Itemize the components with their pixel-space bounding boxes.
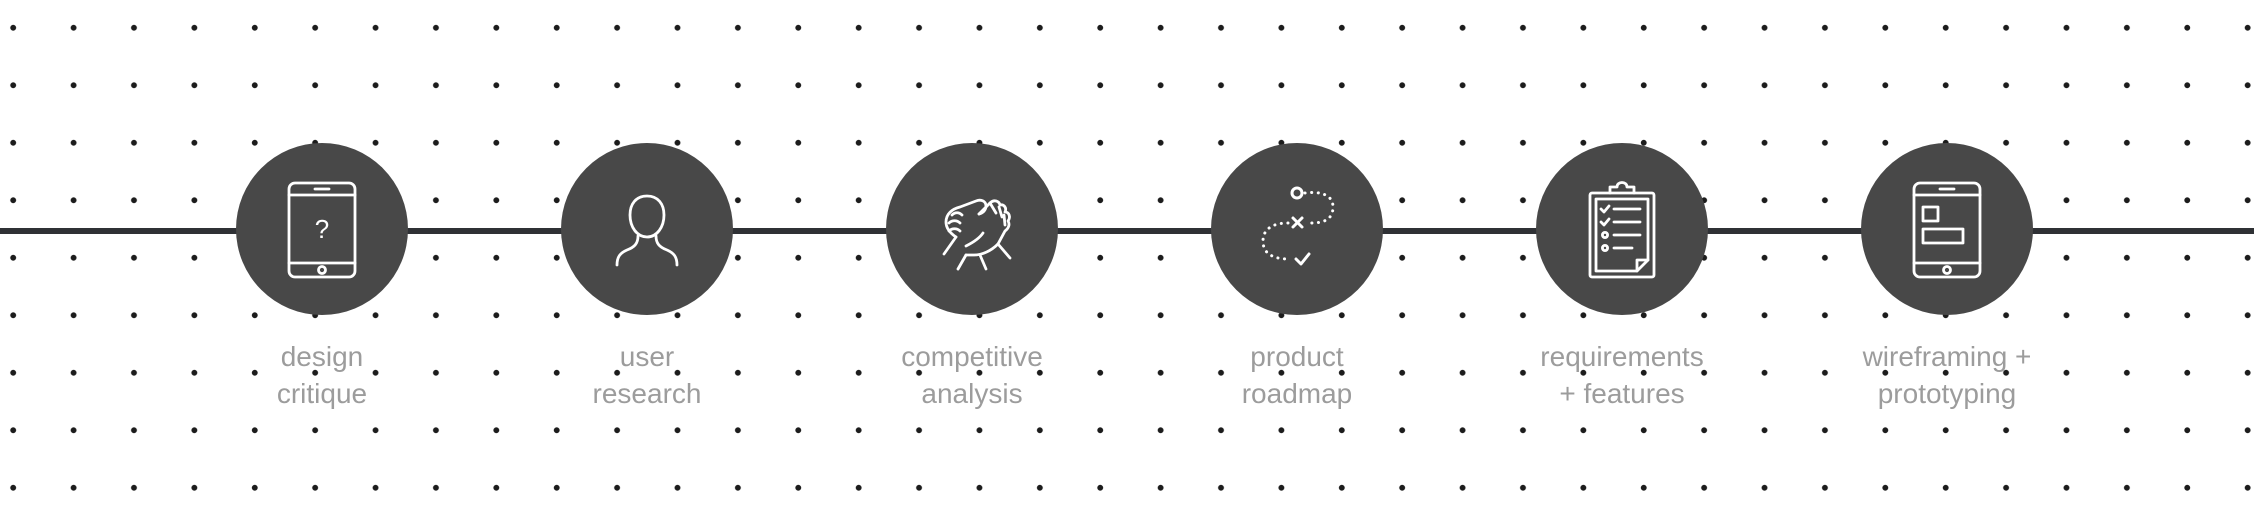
step-label-line-2: analysis xyxy=(921,378,1023,409)
tablet-question-icon: ? xyxy=(287,181,357,279)
step-label-line-1: wireframing + xyxy=(1862,341,2032,372)
step-competitive-analysis: competitive analysis xyxy=(842,0,1102,524)
step-requirements-features: requirements + features xyxy=(1492,0,1752,524)
step-design-critique: ? design critique xyxy=(192,0,452,524)
step-user-research: user research xyxy=(517,0,777,524)
step-label: product roadmap xyxy=(1167,338,1427,412)
step-label: requirements + features xyxy=(1492,338,1752,412)
svg-text:?: ? xyxy=(315,214,329,244)
step-label-line-2: + features xyxy=(1559,378,1685,409)
step-label-line-1: product xyxy=(1250,341,1344,372)
step-label: competitive analysis xyxy=(842,338,1102,412)
tablet-wireframe-icon xyxy=(1912,181,1982,279)
step-label: wireframing + prototyping xyxy=(1817,338,2077,412)
timeline-line xyxy=(0,228,2254,234)
handshake-icon xyxy=(942,198,1012,271)
step-label-line-2: roadmap xyxy=(1241,378,1353,409)
step-label-line-2: research xyxy=(592,378,702,409)
step-label-line-1: competitive xyxy=(901,341,1043,372)
step-circle xyxy=(886,143,1058,315)
step-circle xyxy=(1211,143,1383,315)
clipboard-checklist-icon xyxy=(1588,181,1656,279)
step-circle xyxy=(561,143,733,315)
step-label-line-1: requirements xyxy=(1540,341,1704,372)
step-wireframing-prototyping: wireframing + prototyping xyxy=(1817,0,2077,524)
user-icon xyxy=(615,194,679,267)
step-label-line-2: critique xyxy=(276,378,368,409)
step-label: design critique xyxy=(192,338,452,412)
step-product-roadmap: product roadmap xyxy=(1167,0,1427,524)
step-circle: ? xyxy=(236,143,408,315)
step-circle xyxy=(1536,143,1708,315)
route-map-icon xyxy=(1261,186,1335,266)
step-label: user research xyxy=(517,338,777,412)
step-label-line-2: prototyping xyxy=(1877,378,2017,409)
step-label-line-1: design xyxy=(280,341,364,372)
step-circle xyxy=(1861,143,2033,315)
step-label-line-1: user xyxy=(619,341,675,372)
